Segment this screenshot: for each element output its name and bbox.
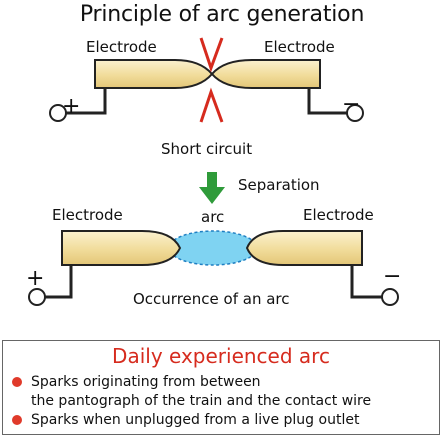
short-circuit-caption: Short circuit [161, 140, 253, 158]
page-title: Principle of arc generation [79, 2, 365, 27]
separation-arrow-icon [199, 172, 225, 204]
spark-bottom-icon [199, 87, 224, 123]
bottom-right-terminal [381, 288, 399, 306]
panel-list: Sparks originating from between the pant… [11, 373, 371, 430]
bullet-icon [12, 377, 22, 387]
list-item-text: the pantograph of the train and the cont… [31, 393, 372, 409]
spark-top-icon [199, 37, 224, 73]
list-item-text: Sparks originating from between [31, 374, 261, 390]
top-left-electrode [94, 59, 214, 89]
bottom-electrode-left-label: Electrode [52, 206, 123, 224]
top-right-electrode [210, 59, 321, 89]
bottom-right-electrode [245, 230, 363, 266]
daily-arc-panel: Daily experienced arc Sparks originating… [2, 340, 440, 435]
arc-diagram [28, 37, 399, 306]
list-item: Sparks when unplugged from a live plug o… [11, 411, 371, 430]
separation-label: Separation [238, 176, 320, 194]
top-plus-sign: + [62, 94, 81, 119]
arc-occurrence-caption: Occurrence of an arc [133, 290, 290, 308]
top-electrode-right-label: Electrode [264, 38, 335, 56]
top-left-wire [65, 86, 107, 115]
top-right-terminal [346, 104, 364, 122]
bottom-left-terminal [28, 288, 46, 306]
arc-glow [168, 230, 258, 266]
panel-title: Daily experienced arc [112, 344, 330, 368]
top-minus-sign: − [342, 92, 361, 117]
bottom-electrode-right-label: Electrode [303, 206, 374, 224]
bottom-left-wire [45, 264, 73, 299]
list-item: Sparks originating from between the pant… [11, 373, 371, 411]
bottom-plus-sign: + [26, 266, 45, 291]
top-electrode-left-label: Electrode [86, 38, 157, 56]
bullet-icon [12, 415, 22, 425]
bottom-right-wire [350, 264, 382, 299]
top-left-terminal [49, 104, 67, 122]
bottom-minus-sign: − [383, 264, 402, 289]
bottom-circuit [28, 230, 399, 306]
bottom-left-electrode [61, 230, 182, 266]
arc-label: arc [201, 208, 225, 226]
top-circuit [49, 37, 364, 123]
top-right-wire [307, 86, 347, 115]
list-item-text: Sparks when unplugged from a live plug o… [31, 412, 360, 428]
